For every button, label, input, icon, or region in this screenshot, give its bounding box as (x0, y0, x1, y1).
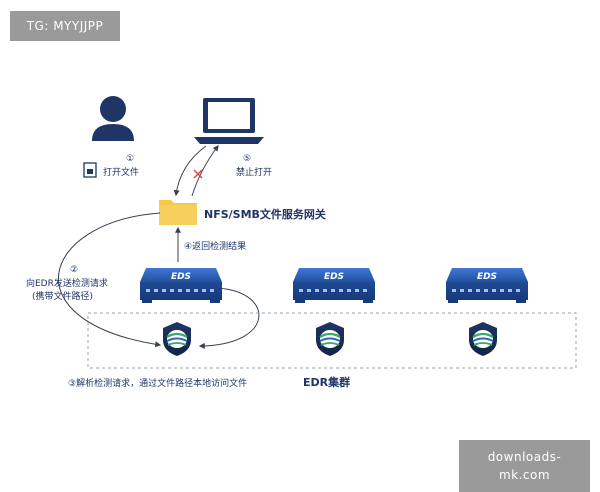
step2-number: ② (70, 265, 78, 275)
server-icon: EDS (293, 268, 375, 303)
step5-number: ⑤ (243, 154, 251, 164)
step3-label: ③解析检测请求，通过文件路径本地访问文件 (68, 377, 247, 389)
detect-request-arrow (58, 212, 162, 348)
file-open-icon (83, 162, 97, 178)
step1-text: 打开文件 (103, 166, 139, 178)
architecture-diagram: ① 打开文件 ⑤ 禁止打开 NFS/SMB文件服务网关 ④返回检测结果 ② 向E… (26, 96, 577, 389)
step5-text: 禁止打开 (236, 166, 272, 178)
shield-icon (469, 322, 497, 356)
open-request-arrow (173, 145, 207, 197)
server-label: EDS (324, 272, 344, 282)
step2-line2: (携带文件路径) (32, 290, 93, 302)
user-icon (92, 96, 134, 141)
edr-cluster-box (87, 312, 577, 369)
laptop-icon (194, 98, 264, 144)
server-label: EDS (171, 272, 191, 282)
cluster-label: EDR集群 (303, 375, 350, 389)
folder-icon (159, 200, 197, 225)
shield-icon (163, 322, 191, 356)
step2-line1: 向EDR发送检测请求 (26, 277, 108, 289)
local-access-arrow (198, 287, 260, 349)
server-label: EDS (477, 272, 497, 282)
watermark-top: TG: MYYJJPP (10, 11, 120, 41)
step1-number: ① (126, 154, 134, 164)
deny-x-icon (193, 169, 203, 179)
server-group: EDS EDS EDS (140, 268, 528, 356)
gateway-label: NFS/SMB文件服务网关 (204, 207, 326, 221)
step4-label: ④返回检测结果 (184, 240, 246, 252)
server-icon: EDS (446, 268, 528, 303)
server-icon: EDS (140, 268, 222, 303)
shield-icon (316, 322, 344, 356)
